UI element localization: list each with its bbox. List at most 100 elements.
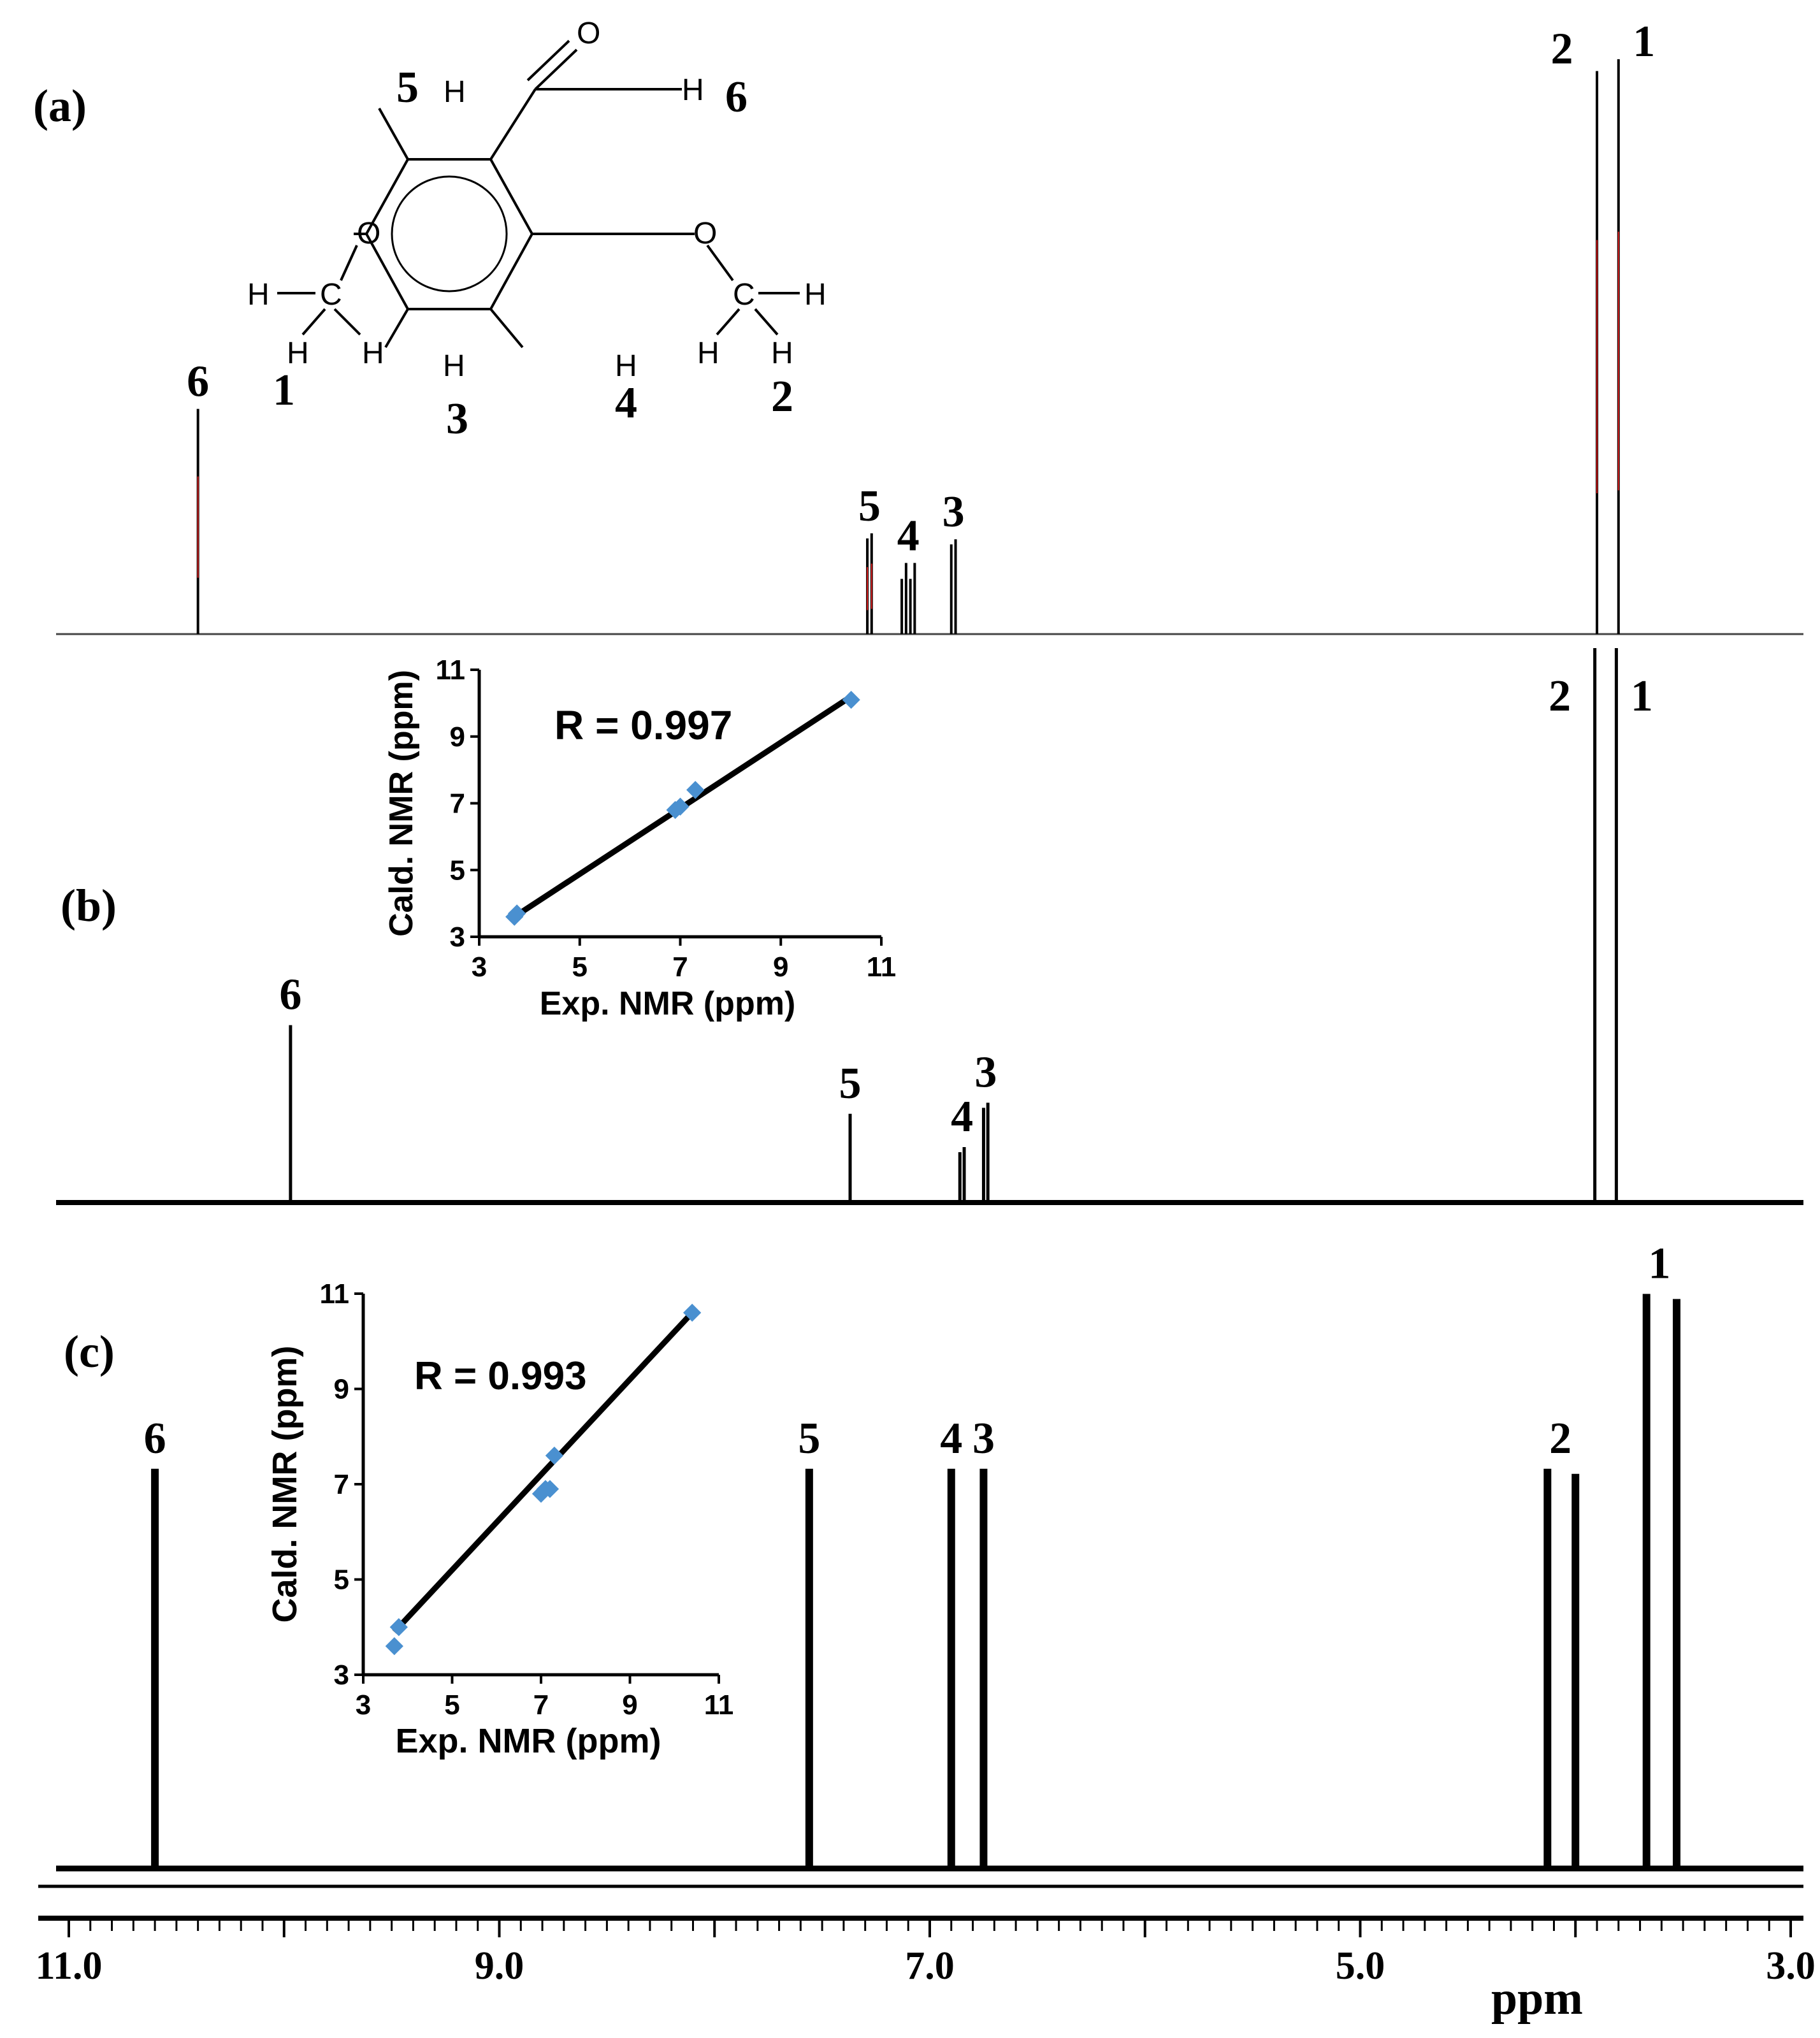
inset-x-tick-label: 7: [533, 1689, 549, 1721]
bond-ring-cho: [489, 88, 537, 161]
inset-y-tick-label: 11: [435, 654, 465, 686]
inset-y-tick-label: 5: [334, 1565, 349, 1596]
bond-c-o-double-1: [534, 48, 578, 90]
ppm-tick-label: 7.0: [905, 1944, 955, 1988]
inset-data-point: [508, 904, 526, 923]
peak-label-4: 4: [897, 511, 920, 560]
atom-c-right: C: [733, 278, 755, 312]
atom-h4: H: [615, 349, 637, 383]
peak-label-1: 1: [1631, 672, 1653, 721]
bond-c-h-left-down2: [333, 308, 361, 336]
inset-data-point: [671, 797, 690, 816]
inset-data-point: [686, 781, 705, 799]
inset-x-tick-label: 5: [444, 1689, 459, 1721]
inset-y-tick-label: 5: [450, 855, 465, 886]
atom-h-right-down1: H: [697, 336, 719, 370]
inset-data-point: [842, 690, 860, 709]
mol-label-5: 5: [396, 63, 419, 112]
inset-y-axis-label: Cald. NMR (ppm): [383, 670, 420, 937]
peak-label-6: 6: [187, 358, 209, 407]
bond-c-o-double-2: [526, 40, 570, 82]
inset-x-tick-label: 9: [622, 1689, 637, 1721]
ppm-tick-label: 9.0: [475, 1944, 524, 1988]
panel-c-label: (c): [64, 1326, 115, 1377]
inset-r-annotation: R = 0.997: [554, 702, 732, 748]
bond-c-h-right-down1: [716, 308, 740, 336]
atom-c-left: C: [320, 278, 342, 312]
inset-y-tick-label: 7: [334, 1469, 349, 1500]
inset-data-point: [540, 1480, 560, 1498]
ppm-axis: 11.0 9.0 7.0 5.0 3.0 ppm: [35, 1884, 1816, 2025]
inset-y-tick-label: 3: [334, 1659, 349, 1691]
bond-ring-h3: [384, 308, 409, 349]
bond-c-h-left-down1: [301, 308, 326, 336]
peak-label-2: 2: [1549, 1414, 1571, 1463]
atom-h-right-down2: H: [771, 336, 793, 370]
peak-label-6: 6: [144, 1414, 166, 1463]
peak-label-2: 2: [1549, 672, 1571, 721]
atom-h-aldehyde: H: [682, 73, 704, 107]
mol-label-1: 1: [273, 366, 295, 415]
inset-x-tick-label: 9: [773, 951, 788, 983]
peak-label-4: 4: [951, 1092, 973, 1141]
inset-y-tick-label: 9: [450, 721, 465, 753]
atom-h5: H: [444, 75, 466, 109]
atom-h-left-down1: H: [287, 336, 309, 370]
inset-x-tick-label: 11: [704, 1689, 734, 1721]
ppm-tick-label: 3.0: [1766, 1944, 1816, 1988]
inset-y-tick-label: 3: [450, 921, 465, 953]
inset-data-point: [389, 1618, 408, 1637]
bond-ring-h4: [489, 308, 524, 349]
ppm-axis-ticks: 11.0 9.0 7.0 5.0 3.0: [35, 1921, 1816, 1988]
bond-ring-h5: [378, 108, 409, 160]
ppm-tick-label: 5.0: [1336, 1944, 1385, 1988]
molecule-structure: [277, 40, 800, 349]
atom-o-left: O: [357, 217, 380, 250]
inset-x-tick-label: 3: [472, 951, 487, 983]
ppm-unit-label: ppm: [1491, 1972, 1583, 2025]
inset-data-point: [683, 1303, 702, 1322]
inset-x-axis-label: Exp. NMR (ppm): [540, 985, 796, 1022]
peak-label-6: 6: [279, 971, 301, 1020]
inset-data-point: [545, 1447, 564, 1465]
aromatic-circle: [391, 175, 508, 293]
inset-r-annotation: R = 0.993: [414, 1354, 587, 1398]
atom-o-carbonyl: O: [577, 17, 600, 50]
inset-fit-line: [392, 1310, 695, 1634]
peak-label-3: 3: [942, 488, 965, 537]
atom-o-right: O: [693, 217, 717, 250]
peak-label-5: 5: [839, 1059, 862, 1108]
panel-a-label: (a): [33, 80, 87, 131]
peak-label-3: 3: [972, 1414, 995, 1463]
inset-data-point: [385, 1637, 403, 1656]
inset-x-tick-label: 11: [867, 951, 897, 983]
inset-x-axis-label: Exp. NMR (ppm): [396, 1722, 661, 1760]
inset-x-tick-label: 7: [672, 951, 688, 983]
molecule-atoms: O H H O C H H H O C H H H H H: [247, 17, 827, 383]
peak-label-1: 1: [1648, 1239, 1670, 1288]
inset-x-tick-label: 5: [572, 951, 588, 983]
atom-h-left-down2: H: [362, 336, 384, 370]
bond-o-c-left: [340, 245, 358, 281]
ppm-tick-label: 11.0: [35, 1944, 102, 1988]
mol-label-2: 2: [771, 372, 793, 421]
peak-label-3: 3: [974, 1048, 997, 1097]
peak-label-4: 4: [940, 1414, 962, 1463]
mol-label-3: 3: [446, 394, 468, 444]
peak-label-5: 5: [858, 482, 881, 531]
atom-h3: H: [443, 349, 465, 383]
inset-y-tick-label: 11: [319, 1278, 349, 1310]
inset-x-tick-label: 3: [356, 1689, 371, 1721]
atom-h-left-outer: H: [247, 278, 270, 312]
inset-y-axis-label: Cald. NMR (ppm): [266, 1346, 304, 1623]
peak-label-2: 2: [1551, 25, 1573, 74]
mol-label-4: 4: [615, 379, 637, 428]
mol-label-6: 6: [725, 73, 748, 122]
